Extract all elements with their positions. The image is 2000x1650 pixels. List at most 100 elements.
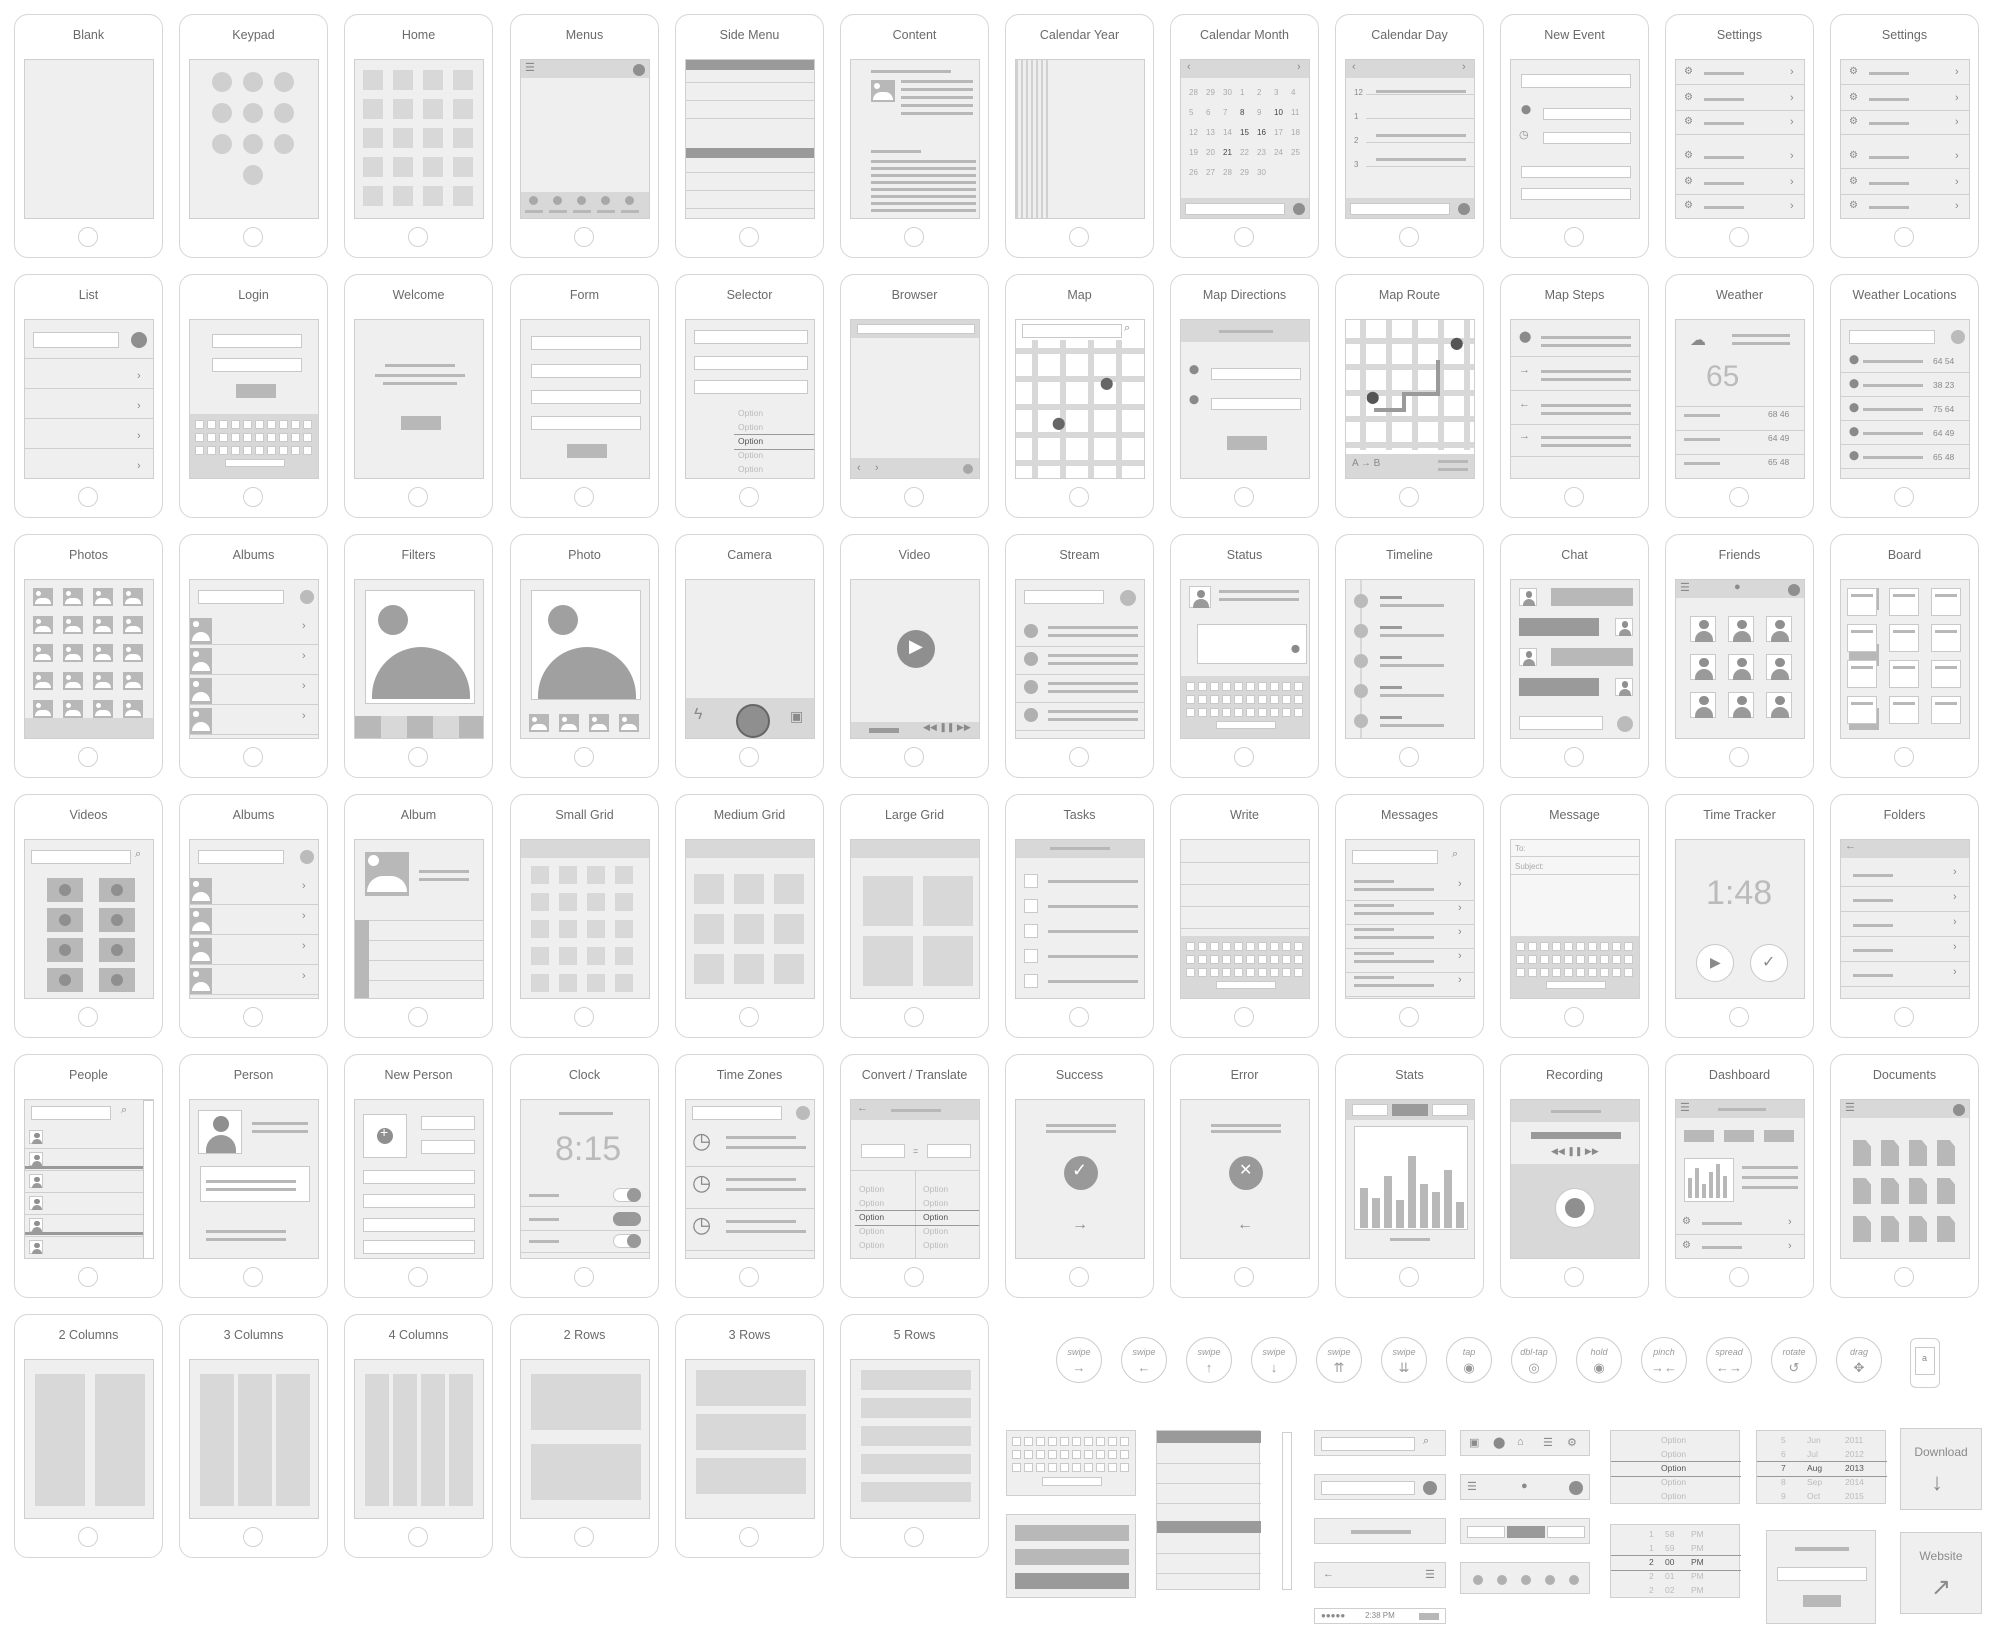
phone-screen-status[interactable]: Status⬤ [1170, 534, 1319, 778]
home-button[interactable] [1564, 487, 1584, 507]
phone-screen-folders[interactable]: Folders←››››› [1830, 794, 1979, 1038]
phone-screen-dashboard[interactable]: Dashboard☰⚙›⚙› [1665, 1054, 1814, 1298]
phone-screen-4-columns[interactable]: 4 Columns [344, 1314, 493, 1558]
home-button[interactable] [904, 1267, 924, 1287]
phone-screen-settings[interactable]: Settings⚙›⚙›⚙›⚙›⚙›⚙› [1665, 14, 1814, 258]
home-button[interactable] [904, 1007, 924, 1027]
home-button[interactable] [408, 227, 428, 247]
home-button[interactable] [78, 1267, 98, 1287]
phone-screen-small-grid[interactable]: Small Grid [510, 794, 659, 1038]
phone-screen-filters[interactable]: Filters [344, 534, 493, 778]
home-button[interactable] [1729, 1267, 1749, 1287]
home-button[interactable] [904, 227, 924, 247]
phone-screen-albums[interactable]: Albums›››› [179, 534, 328, 778]
website-button[interactable]: Website ↗ [1900, 1532, 1982, 1614]
home-button[interactable] [1564, 1267, 1584, 1287]
phone-screen-weather-locations[interactable]: Weather Locations⬤64 54⬤38 23⬤75 64⬤64 4… [1830, 274, 1979, 518]
home-button[interactable] [1399, 1267, 1419, 1287]
home-button[interactable] [1234, 227, 1254, 247]
home-button[interactable] [408, 1007, 428, 1027]
phone-screen-error[interactable]: Error✕← [1170, 1054, 1319, 1298]
home-button[interactable] [574, 227, 594, 247]
phone-screen-side-menu[interactable]: Side Menu [675, 14, 824, 258]
home-button[interactable] [904, 1527, 924, 1547]
phone-screen-messages[interactable]: Messages⌕››››› [1335, 794, 1484, 1038]
phone-screen-blank[interactable]: Blank [14, 14, 163, 258]
phone-screen-chat[interactable]: Chat [1500, 534, 1649, 778]
phone-screen-map[interactable]: Map⌕⬤⬤ [1005, 274, 1154, 518]
phone-screen-3-rows[interactable]: 3 Rows [675, 1314, 824, 1558]
phone-screen-list[interactable]: List››››› [14, 274, 163, 518]
home-button[interactable] [574, 1267, 594, 1287]
phone-screen-board[interactable]: Board [1830, 534, 1979, 778]
home-button[interactable] [1894, 747, 1914, 767]
phone-screen-videos[interactable]: Videos⌕ [14, 794, 163, 1038]
phone-screen-timeline[interactable]: Timeline [1335, 534, 1484, 778]
phone-screen-recording[interactable]: Recording◀◀ ❚❚ ▶▶ [1500, 1054, 1649, 1298]
home-button[interactable] [243, 747, 263, 767]
home-button[interactable] [574, 487, 594, 507]
home-button[interactable] [739, 747, 759, 767]
home-button[interactable] [243, 227, 263, 247]
home-button[interactable] [574, 1007, 594, 1027]
phone-screen-map-route[interactable]: Map Route⬤⬤A → B [1335, 274, 1484, 518]
home-button[interactable] [78, 747, 98, 767]
phone-screen-map-steps[interactable]: Map Steps⬤→←→ [1500, 274, 1649, 518]
home-button[interactable] [1069, 1007, 1089, 1027]
phone-screen-5-rows[interactable]: 5 Rows [840, 1314, 989, 1558]
home-button[interactable] [1564, 747, 1584, 767]
phone-screen-stats[interactable]: Stats [1335, 1054, 1484, 1298]
phone-screen-friends[interactable]: Friends☰● [1665, 534, 1814, 778]
home-button[interactable] [1234, 487, 1254, 507]
home-button[interactable] [1564, 1007, 1584, 1027]
home-button[interactable] [1069, 747, 1089, 767]
home-button[interactable] [1729, 487, 1749, 507]
home-button[interactable] [1399, 1007, 1419, 1027]
home-button[interactable] [78, 1527, 98, 1547]
phone-screen-person[interactable]: Person [179, 1054, 328, 1298]
phone-screen-album[interactable]: Album [344, 794, 493, 1038]
home-button[interactable] [1894, 1267, 1914, 1287]
phone-screen-photos[interactable]: Photos [14, 534, 163, 778]
home-button[interactable] [78, 227, 98, 247]
download-button[interactable]: Download ↓ [1900, 1428, 1982, 1510]
home-button[interactable] [408, 747, 428, 767]
home-button[interactable] [739, 227, 759, 247]
phone-screen-stream[interactable]: Stream [1005, 534, 1154, 778]
home-button[interactable] [1894, 227, 1914, 247]
home-button[interactable] [1069, 1267, 1089, 1287]
phone-screen-2-rows[interactable]: 2 Rows [510, 1314, 659, 1558]
home-button[interactable] [739, 1527, 759, 1547]
home-button[interactable] [78, 487, 98, 507]
phone-screen-time-zones[interactable]: Time Zones◷◷◷ [675, 1054, 824, 1298]
phone-screen-write[interactable]: Write [1170, 794, 1319, 1038]
phone-screen-video[interactable]: Video▶◀◀ ❚❚ ▶▶ [840, 534, 989, 778]
phone-screen-medium-grid[interactable]: Medium Grid [675, 794, 824, 1038]
home-button[interactable] [1399, 227, 1419, 247]
home-button[interactable] [1399, 747, 1419, 767]
phone-screen-people[interactable]: People⌕ [14, 1054, 163, 1298]
home-button[interactable] [1234, 747, 1254, 767]
phone-screen-albums[interactable]: Albums›››› [179, 794, 328, 1038]
phone-screen-new-event[interactable]: New Event⬤◷ [1500, 14, 1649, 258]
phone-screen-3-columns[interactable]: 3 Columns [179, 1314, 328, 1558]
home-button[interactable] [243, 1007, 263, 1027]
home-button[interactable] [1234, 1007, 1254, 1027]
phone-screen-keypad[interactable]: Keypad [179, 14, 328, 258]
phone-screen-menus[interactable]: Menus☰ [510, 14, 659, 258]
home-button[interactable] [904, 487, 924, 507]
home-button[interactable] [1729, 747, 1749, 767]
home-button[interactable] [243, 1527, 263, 1547]
phone-screen-content[interactable]: Content [840, 14, 989, 258]
home-button[interactable] [1564, 227, 1584, 247]
phone-screen-calendar-year[interactable]: Calendar Year [1005, 14, 1154, 258]
home-button[interactable] [1234, 1267, 1254, 1287]
phone-screen-form[interactable]: Form [510, 274, 659, 518]
